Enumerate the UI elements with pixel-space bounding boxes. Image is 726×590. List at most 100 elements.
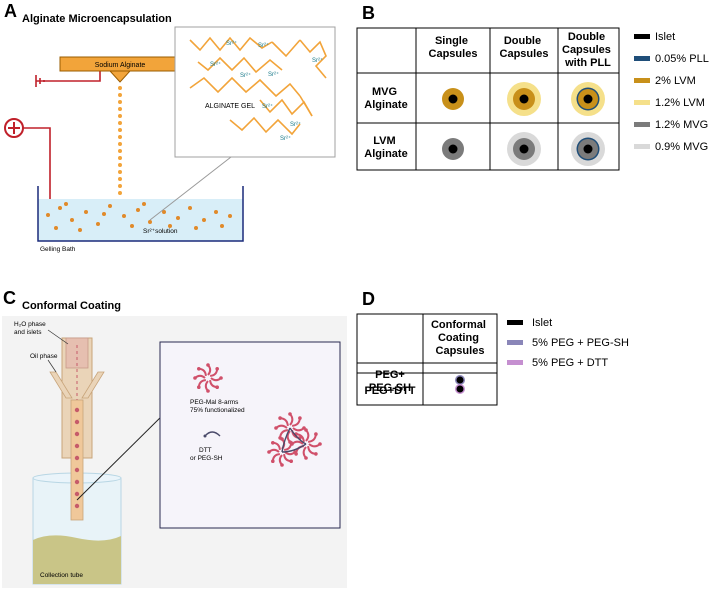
alginate-gel-inset [174, 26, 336, 158]
maleimide-end [197, 367, 201, 371]
panel-d-table [356, 313, 498, 406]
capsule-mvg-single [442, 88, 464, 110]
legend-label: 5% PEG + DTT [532, 357, 608, 369]
droplet [118, 114, 122, 118]
maleimide-end [289, 441, 293, 445]
nozzle-label: Sodium Alginate [95, 62, 146, 69]
alginate-bead [220, 224, 224, 228]
maleimide-end [197, 385, 201, 389]
maleimide-end [304, 428, 308, 432]
alginate-bead [228, 214, 232, 218]
alginate-bead [162, 210, 166, 214]
bath-beads [46, 202, 232, 232]
alginate-bead [168, 224, 172, 228]
panel-d: D Conformal Coating Capsules Isle [356, 289, 629, 406]
legend-label: Islet [532, 317, 552, 329]
crosslinked-network-icon [267, 412, 322, 467]
sr-ions: Sr²⁺Sr²⁺Sr²⁺Sr²⁺Sr²⁺Sr²⁺Sr²⁺Sr²⁺Sr²⁺ [210, 40, 323, 142]
alginate-bead [54, 226, 58, 230]
droplet [118, 177, 122, 181]
alginate-bead [188, 206, 192, 210]
alginate-bead [70, 218, 74, 222]
droplet [118, 135, 122, 139]
alginate-bead [46, 213, 50, 217]
droplet [118, 149, 122, 153]
panel-a-title: Alginate Microencapsulation [22, 13, 172, 25]
capsule-lvm-double-pll [571, 132, 605, 166]
legend-swatch [634, 122, 650, 127]
alginate-bead [148, 220, 152, 224]
col-header-single: Single Capsules [429, 35, 478, 60]
col-header-double-pll: Double Capsules with PLL [562, 31, 614, 69]
droplet [118, 100, 122, 104]
islet-droplet [74, 467, 80, 473]
maleimide-end [280, 463, 284, 467]
strontium-ion-label: Sr²⁺ [312, 57, 323, 64]
strontium-ion-label: Sr²⁺ [290, 121, 301, 128]
panel-c: C Conformal Coating Collection tube H₂O … [2, 288, 347, 588]
maleimide-end [314, 452, 318, 456]
droplet [118, 107, 122, 111]
collection-fluid [33, 535, 121, 584]
alginate-bead [64, 202, 68, 206]
panel-c-letter: C [3, 288, 16, 308]
crosslink [289, 427, 307, 445]
legend-label: 0.05% PLL [655, 53, 709, 65]
alginate-bead [176, 216, 180, 220]
maleimide-end [289, 459, 293, 463]
dtt-label: DTT or PEG-SH [190, 447, 223, 462]
gel-label: ALGINATE GEL [205, 103, 255, 110]
capsule-lvm-double [507, 132, 541, 166]
legend-swatch [634, 78, 650, 83]
hydrogel-inset [159, 341, 341, 529]
strontium-ion-label: Sr²⁺ [268, 71, 279, 78]
legend-label: 1.2% LVM [655, 97, 705, 109]
capsule-peg-dtt [455, 384, 465, 394]
maleimide-end [304, 456, 308, 460]
alginate-bead [136, 208, 140, 212]
islet-droplet [74, 431, 80, 437]
legend-swatch [634, 144, 650, 149]
panel-c-title: Conformal Coating [22, 300, 121, 312]
strontium-ion-label: Sr²⁺ [240, 72, 251, 79]
row-header-peg-sh-label: PEG+PEG-SH [369, 369, 411, 394]
peg-mal-8-arm-icon [193, 363, 223, 393]
collection-label: Collection tube [40, 572, 83, 579]
oil-phase-label: Oil phase [30, 353, 58, 360]
maleimide-end [288, 412, 292, 416]
legend-label: 2% LVM [655, 75, 696, 87]
legend-swatch [507, 340, 523, 345]
gelling-bath-solution [38, 199, 243, 241]
maleimide-end [298, 416, 302, 420]
capsule-mvg-double [507, 82, 541, 116]
maleimide-end [318, 442, 322, 446]
maleimide-end [293, 450, 297, 454]
legend-swatch [634, 100, 650, 105]
alginate-bead [58, 206, 62, 210]
alginate-bead [102, 212, 106, 216]
ground-wire [36, 70, 101, 82]
capsule-mvg-double-pll [571, 82, 605, 116]
maleimide-end [271, 459, 275, 463]
row-header-lvm: LVM Alginate [364, 135, 407, 160]
maleimide-end [314, 432, 318, 436]
panel-d-letter: D [362, 289, 375, 309]
gelling-bath [37, 186, 244, 242]
alginate-bead [194, 226, 198, 230]
capsule-peg-sh [455, 375, 465, 385]
maleimide-end [280, 437, 284, 441]
droplet [118, 142, 122, 146]
alginate-bead [84, 210, 88, 214]
legend-label: 0.9% MVG [655, 141, 708, 153]
droplet [118, 156, 122, 160]
col-header-double: Double Capsules [500, 35, 549, 60]
dtt-linker-icon [204, 431, 221, 437]
alginate-bead [214, 210, 218, 214]
strontium-ion-label: Sr²⁺ [262, 103, 273, 110]
islet-droplet [74, 491, 80, 497]
legend-swatch [634, 56, 650, 61]
panel-a-letter: A [4, 1, 17, 21]
alginate-bead [202, 218, 206, 222]
